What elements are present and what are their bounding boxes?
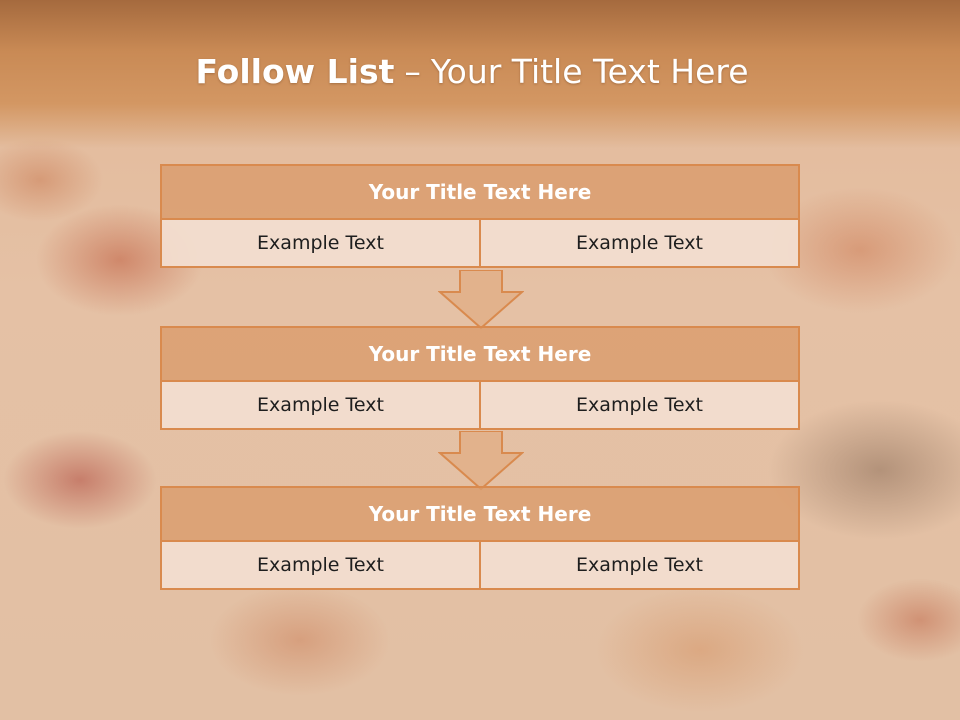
- block-row: Example Text Example Text: [160, 220, 800, 268]
- block-row: Example Text Example Text: [160, 542, 800, 590]
- block-cell-left: Example Text: [257, 394, 384, 416]
- block-row: Example Text Example Text: [160, 382, 800, 430]
- down-arrow-icon: [438, 431, 524, 491]
- block-cell-right: Example Text: [479, 220, 798, 266]
- block-cell-left: Example Text: [257, 554, 384, 576]
- slide-title-subtitle: Your Title Text Here: [430, 52, 749, 91]
- list-block-2: Your Title Text Here Example Text Exampl…: [160, 326, 800, 430]
- block-cell-left: Example Text: [257, 232, 384, 254]
- down-arrow-icon: [438, 270, 524, 330]
- block-title: Your Title Text Here: [160, 486, 800, 542]
- list-block-3: Your Title Text Here Example Text Exampl…: [160, 486, 800, 590]
- block-cell-right: Example Text: [479, 542, 798, 588]
- block-title: Your Title Text Here: [160, 164, 800, 220]
- slide-title: Follow List–Your Title Text Here: [0, 52, 944, 91]
- block-title: Your Title Text Here: [160, 326, 800, 382]
- slide-title-main: Follow List: [195, 52, 395, 91]
- block-cell-right: Example Text: [479, 382, 798, 428]
- list-block-1: Your Title Text Here Example Text Exampl…: [160, 164, 800, 268]
- slide-title-separator: –: [404, 52, 421, 91]
- title-banner: [0, 0, 960, 148]
